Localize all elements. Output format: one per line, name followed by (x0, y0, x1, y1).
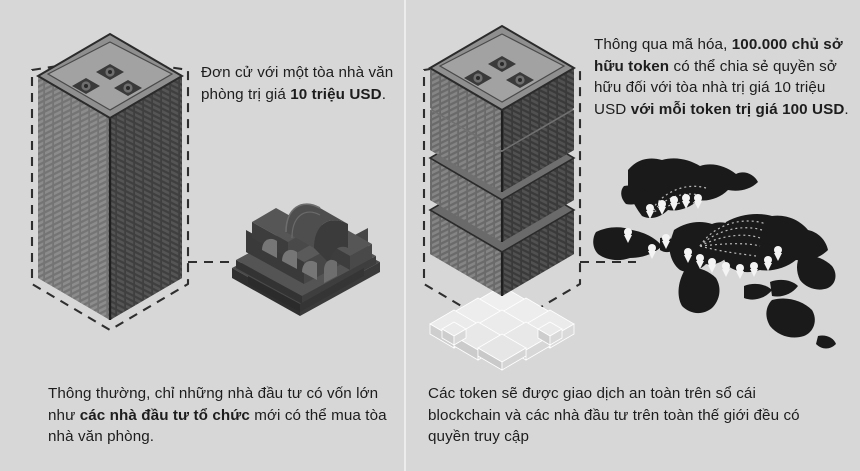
map-pin (670, 196, 678, 211)
tokenized-tower (428, 24, 576, 296)
map-pin (708, 258, 716, 273)
map-pin (648, 244, 656, 259)
map-pin (764, 256, 772, 271)
map-pin (694, 194, 702, 209)
map-pin (684, 248, 692, 263)
tower-slab (428, 167, 576, 296)
tower-slab (428, 115, 576, 242)
map-pin (662, 234, 670, 249)
rooftop-unit (464, 70, 492, 86)
office-tower (36, 32, 184, 320)
map-pin (750, 262, 758, 277)
right-dashed-outline (422, 56, 582, 332)
panel-divider (404, 0, 406, 471)
rooftop-unit (488, 56, 516, 72)
right-top-caption: Thông qua mã hóa, 100.000 chủ sở hữu tok… (594, 36, 849, 118)
map-pin (736, 264, 744, 279)
rooftop-unit (96, 64, 124, 80)
map-pin (646, 204, 654, 219)
facade-arches (262, 238, 337, 283)
institution-building (232, 203, 380, 316)
left-dashed-outline (30, 56, 190, 332)
left-top-caption: Đơn cử với một tòa nhà văn phòng trị giá… (201, 64, 394, 103)
map-pin (696, 254, 704, 269)
rooftop-unit-group (464, 56, 534, 88)
map-pin (682, 194, 690, 209)
rooftop-unit (114, 80, 142, 96)
tower-slab-top (428, 24, 576, 150)
token-cube-grid (429, 285, 575, 371)
right-bottom-caption: Các token sẽ được giao dịch an toàn trên… (428, 385, 800, 446)
connection-arcs (649, 185, 767, 257)
map-pin (774, 246, 782, 261)
world-map (593, 158, 836, 349)
rooftop-unit (72, 78, 100, 94)
map-pin-group (624, 194, 782, 279)
map-pin (722, 262, 730, 277)
map-pin (624, 228, 632, 243)
tower-slab (430, 68, 574, 192)
rooftop-unit (506, 72, 534, 88)
map-pin (658, 200, 666, 215)
rooftop-unit-group (72, 64, 142, 96)
left-bottom-caption: Thông thường, chỉ những nhà đầu tư có vố… (48, 385, 387, 446)
